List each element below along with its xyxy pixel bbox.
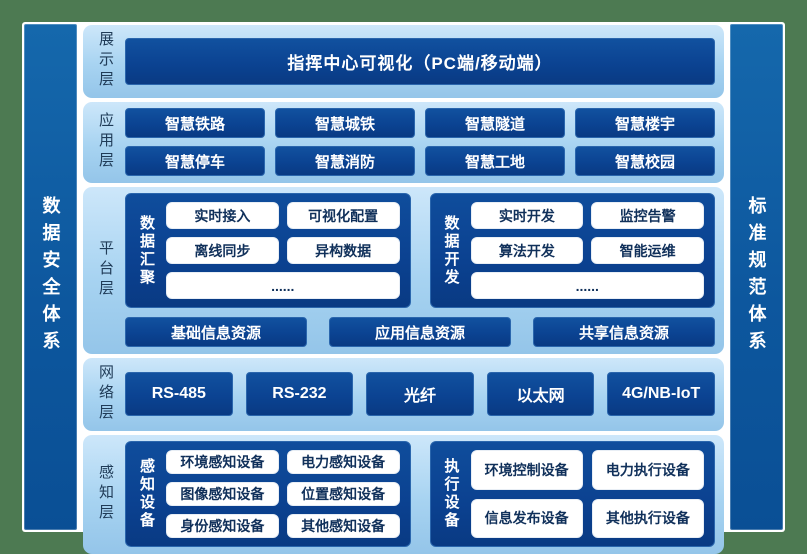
data-development-group-label: 数据开发 [442, 214, 460, 287]
aggregation-more-chip: ...... [166, 272, 400, 299]
data-security-pillar-label: 数据安全体系 [40, 196, 61, 358]
other-sensing-chip: 其他感知设备 [286, 514, 400, 538]
smart-parking-box: 智慧停车 [125, 146, 265, 176]
application-row-1: 智慧铁路 智慧城铁 智慧隧道 智慧楼宇 [125, 108, 715, 138]
power-execution-chip: 电力执行设备 [591, 450, 704, 490]
realtime-dev-chip: 实时开发 [470, 202, 584, 229]
layer-display: 展示层 指挥中心可视化（PC端/移动端） [83, 25, 724, 98]
layer-platform: 平台层 数据汇聚 实时接入 可视化配置 离线同步 异构数据 ...... [83, 187, 724, 354]
heterogeneous-data-chip: 异构数据 [286, 237, 400, 264]
data-aggregation-grid: 实时接入 可视化配置 离线同步 异构数据 ...... [166, 202, 400, 299]
development-more-chip: ...... [470, 272, 704, 299]
visual-config-chip: 可视化配置 [286, 202, 400, 229]
layer-network-label: 网络层 [97, 364, 114, 424]
smart-worksite-box: 智慧工地 [425, 146, 565, 176]
basic-info-resource-box: 基础信息资源 [125, 317, 307, 347]
env-sensing-chip: 环境感知设备 [166, 450, 279, 474]
command-center-visualization-box: 指挥中心可视化（PC端/移动端） [125, 37, 715, 85]
monitoring-alert-chip: 监控告警 [591, 202, 704, 229]
layer-display-content: 指挥中心可视化（PC端/移动端） [125, 31, 715, 91]
execution-devices-grid: 环境控制设备 电力执行设备 信息发布设备 其他执行设备 [470, 450, 704, 538]
layer-network-content: RS-485 RS-232 光纤 以太网 4G/NB-IoT [125, 364, 715, 424]
rs232-box: RS-232 [245, 372, 354, 416]
data-aggregation-group-label: 数据汇聚 [138, 214, 155, 287]
offline-sync-chip: 离线同步 [166, 237, 279, 264]
layer-network: 网络层 RS-485 RS-232 光纤 以太网 4G/NB-IoT [83, 358, 724, 431]
other-execution-chip: 其他执行设备 [591, 498, 704, 538]
rs485-box: RS-485 [125, 372, 233, 416]
resource-row: 基础信息资源 应用信息资源 共享信息资源 [125, 317, 715, 347]
power-sensing-chip: 电力感知设备 [286, 450, 400, 474]
execution-devices-group: 执行设备 环境控制设备 电力执行设备 信息发布设备 其他执行设备 [429, 441, 715, 547]
layer-application: 应用层 智慧铁路 智慧城铁 智慧隧道 智慧楼宇 智慧停车 智慧消防 智慧工地 智… [83, 102, 724, 183]
data-security-pillar: 数据安全体系 [24, 24, 77, 530]
layer-perception: 感知层 感知设备 环境感知设备 电力感知设备 图像感知设备 位置感知设备 身份感… [83, 435, 724, 554]
perception-groups: 感知设备 环境感知设备 电力感知设备 图像感知设备 位置感知设备 身份感知设备 … [125, 441, 715, 547]
standards-pillar: 标准规范体系 [730, 24, 783, 530]
fiber-box: 光纤 [366, 372, 474, 416]
algorithm-dev-chip: 算法开发 [470, 237, 584, 264]
diagram-canvas: 数据安全体系 展示层 指挥中心可视化（PC端/移动端） 应用层 智慧铁路 智慧城… [22, 22, 785, 554]
application-info-resource-box: 应用信息资源 [329, 317, 511, 347]
execution-devices-group-label: 执行设备 [442, 458, 460, 530]
identity-sensing-chip: 身份感知设备 [166, 514, 279, 538]
layer-application-label: 应用层 [97, 112, 114, 172]
layer-display-label: 展示层 [97, 31, 114, 91]
smart-campus-box: 智慧校园 [575, 146, 715, 176]
info-publish-chip: 信息发布设备 [470, 498, 583, 538]
application-row-2: 智慧停车 智慧消防 智慧工地 智慧校园 [125, 146, 715, 176]
4g-nbiot-box: 4G/NB-IoT [607, 372, 715, 416]
data-aggregation-group: 数据汇聚 实时接入 可视化配置 离线同步 异构数据 ...... [125, 193, 411, 308]
standards-pillar-label: 标准规范体系 [746, 196, 767, 358]
env-control-chip: 环境控制设备 [470, 450, 583, 490]
platform-groups: 数据汇聚 实时接入 可视化配置 离线同步 异构数据 ...... 数据开发 [125, 193, 715, 308]
intelligent-ops-chip: 智能运维 [591, 237, 704, 264]
ethernet-box: 以太网 [486, 372, 595, 416]
smart-building-box: 智慧楼宇 [575, 108, 715, 138]
layer-stack: 展示层 指挥中心可视化（PC端/移动端） 应用层 智慧铁路 智慧城铁 智慧隧道 … [83, 24, 724, 554]
layer-perception-label: 感知层 [97, 464, 114, 524]
layer-perception-content: 感知设备 环境感知设备 电力感知设备 图像感知设备 位置感知设备 身份感知设备 … [125, 441, 715, 547]
data-development-group: 数据开发 实时开发 监控告警 算法开发 智能运维 ...... [429, 193, 715, 308]
realtime-access-chip: 实时接入 [166, 202, 279, 229]
sensing-devices-grid: 环境感知设备 电力感知设备 图像感知设备 位置感知设备 身份感知设备 其他感知设… [166, 450, 400, 538]
smart-railway-box: 智慧铁路 [125, 108, 265, 138]
location-sensing-chip: 位置感知设备 [286, 482, 400, 506]
layer-platform-content: 数据汇聚 实时接入 可视化配置 离线同步 异构数据 ...... 数据开发 [125, 193, 715, 347]
smart-tunnel-box: 智慧隧道 [425, 108, 565, 138]
layer-application-content: 智慧铁路 智慧城铁 智慧隧道 智慧楼宇 智慧停车 智慧消防 智慧工地 智慧校园 [125, 108, 715, 176]
sensing-devices-group: 感知设备 环境感知设备 电力感知设备 图像感知设备 位置感知设备 身份感知设备 … [125, 441, 411, 547]
smart-firefighting-box: 智慧消防 [275, 146, 415, 176]
image-sensing-chip: 图像感知设备 [166, 482, 279, 506]
smart-metro-box: 智慧城铁 [275, 108, 415, 138]
shared-info-resource-box: 共享信息资源 [533, 317, 715, 347]
sensing-devices-group-label: 感知设备 [138, 458, 155, 530]
layer-platform-label: 平台层 [97, 240, 114, 300]
data-development-grid: 实时开发 监控告警 算法开发 智能运维 ...... [470, 202, 704, 299]
